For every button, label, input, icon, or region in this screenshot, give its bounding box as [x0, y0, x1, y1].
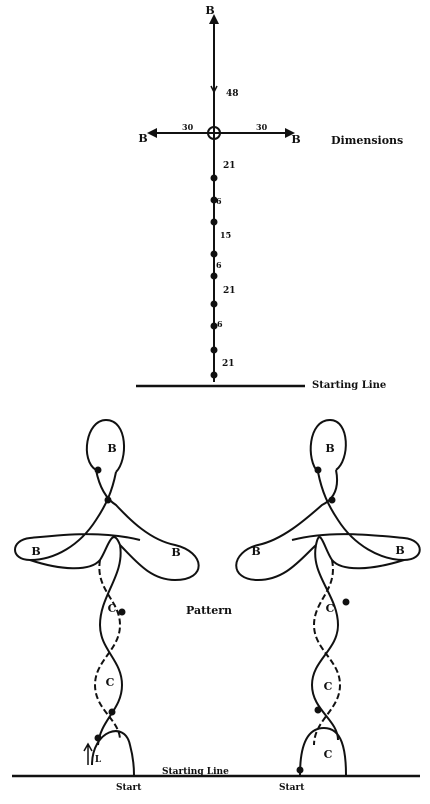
stem-dot — [210, 346, 218, 354]
center-node — [207, 126, 221, 140]
dimension-starting-line-label: Starting Line — [312, 380, 386, 391]
pattern-starting-line-label: Starting Line — [162, 767, 229, 777]
left-left-loop-label: B — [31, 545, 40, 558]
dimension-right-label: B — [291, 133, 300, 146]
pattern-title: Pattern — [186, 604, 232, 617]
top-arm-arrow — [210, 85, 218, 93]
right-strand-b — [291, 471, 421, 562]
stem-number-6: 6 — [217, 319, 223, 329]
right-left-loop-label: B — [251, 545, 260, 558]
left-descending-1 — [93, 559, 122, 741]
right-top-loop — [309, 418, 347, 473]
right-descending-1 — [310, 544, 340, 741]
dimensions-diagram — [136, 14, 305, 388]
left-bottom-mark-label: L — [95, 755, 102, 765]
pattern-left-figure — [14, 418, 200, 776]
stem-dot — [210, 174, 218, 182]
stem-dot — [210, 250, 218, 258]
pattern-start-right: Start — [279, 783, 305, 793]
left-arrowhead — [147, 128, 157, 138]
right-arm-measure: 30 — [256, 122, 268, 132]
right-top-loop-label: B — [325, 442, 334, 455]
top-arrowhead — [209, 14, 219, 24]
right-bottom-arch — [299, 726, 347, 776]
right-strand-c — [315, 536, 405, 570]
left-right-loop-label: B — [171, 546, 180, 559]
left-dot — [94, 734, 102, 742]
top-arm-measure: 48 — [226, 89, 239, 99]
stem-dot — [210, 300, 218, 308]
stem-dot — [210, 196, 218, 204]
stem-number-7: 21 — [222, 359, 235, 369]
right-dot — [314, 466, 322, 474]
left-dot — [108, 708, 116, 716]
right-middle-c-label: C — [324, 680, 333, 693]
left-top-loop-label: B — [107, 442, 116, 455]
left-top-loop — [86, 418, 126, 473]
left-middle-c-label: C — [106, 676, 115, 689]
right-dot — [314, 706, 322, 714]
left-bottom-arch — [91, 730, 135, 776]
right-dot — [342, 598, 350, 606]
pattern-start-left: Start — [116, 783, 142, 793]
right-arrowhead — [285, 128, 295, 138]
left-start-arrow — [83, 742, 93, 765]
left-dot — [118, 608, 126, 616]
right-descending-2 — [312, 559, 342, 746]
stem-dot — [210, 371, 218, 379]
stem-dot — [210, 218, 218, 226]
stem-number-5: 21 — [223, 286, 236, 296]
left-dot — [94, 466, 102, 474]
right-right-loop-label: B — [395, 544, 404, 557]
pattern-right-figure — [235, 418, 421, 776]
left-descending-2 — [97, 544, 124, 746]
dimensions-title: Dimensions — [331, 134, 403, 147]
dimension-top-label: B — [205, 4, 214, 17]
left-strand-c — [29, 536, 121, 570]
left-dot — [104, 496, 112, 504]
stem-number-1: 21 — [223, 161, 236, 171]
stem-number-3: 15 — [220, 230, 231, 240]
right-bottom-c-label: C — [324, 748, 333, 761]
left-upper-c-label: C — [108, 602, 117, 615]
dimension-left-label: B — [138, 132, 147, 145]
left-arm-measure: 30 — [182, 122, 194, 132]
stem-dot — [210, 322, 218, 330]
stem-dot — [210, 272, 218, 280]
right-dot — [296, 766, 304, 774]
right-upper-c-label: C — [326, 602, 335, 615]
left-strand-b — [14, 471, 141, 562]
stem-number-2: 6 — [216, 196, 222, 206]
stem-number-4: 6 — [216, 260, 222, 270]
right-dot — [328, 496, 336, 504]
